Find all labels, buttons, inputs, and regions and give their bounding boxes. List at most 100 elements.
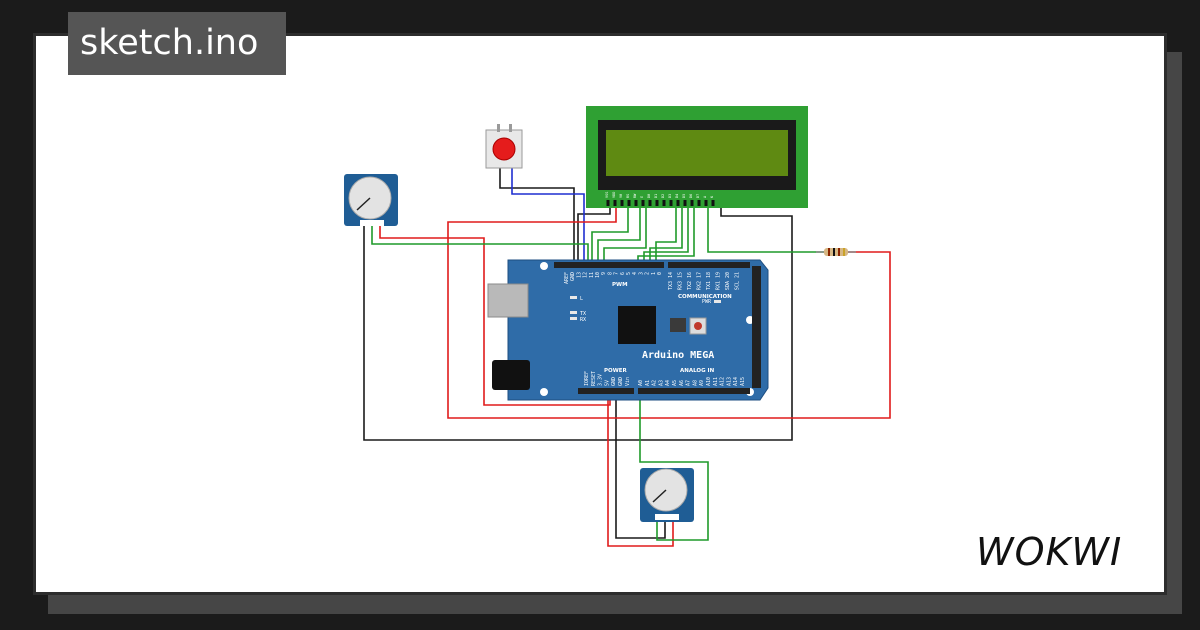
wire-green-lcd-d7[interactable] bbox=[637, 206, 695, 262]
pin-label: A10 bbox=[706, 377, 712, 386]
pin-label: A0 bbox=[638, 380, 644, 386]
label-pwr-led: PWR bbox=[702, 299, 712, 305]
side-header bbox=[752, 266, 761, 388]
pin-label: 11 bbox=[589, 272, 595, 278]
pin-label: 10 bbox=[595, 272, 601, 278]
label-led-l: L bbox=[580, 296, 583, 302]
wire-black-pot2-gnd[interactable] bbox=[615, 392, 666, 539]
lcd-pin[interactable] bbox=[711, 200, 715, 206]
power-header bbox=[578, 388, 634, 394]
wire-green-lcd-v0[interactable] bbox=[603, 206, 647, 262]
pin-label: RX1 19 bbox=[716, 272, 722, 290]
pin-label: 8 bbox=[607, 272, 613, 275]
wire-red-lcd-vcc[interactable] bbox=[447, 206, 891, 419]
label-pwm: PWM bbox=[612, 282, 628, 288]
pin-label: 9 bbox=[601, 272, 607, 275]
led-tx bbox=[570, 311, 577, 314]
potentiometer-1[interactable] bbox=[344, 174, 398, 226]
project-title[interactable]: sketch.ino bbox=[68, 12, 286, 75]
pin-label: A8 bbox=[692, 380, 698, 386]
pin-label: RESET bbox=[591, 371, 597, 386]
pin-label: A13 bbox=[726, 377, 732, 386]
icsp-header bbox=[670, 318, 686, 332]
lcd-pin[interactable] bbox=[648, 200, 652, 206]
pin-label: 4 bbox=[632, 272, 638, 275]
wires bbox=[363, 168, 891, 547]
wire-red-pot1-vcc[interactable] bbox=[379, 226, 611, 406]
lcd-pin[interactable] bbox=[669, 200, 673, 206]
analog-header bbox=[638, 388, 750, 394]
power-jack bbox=[492, 360, 530, 390]
lcd-pin[interactable] bbox=[697, 200, 701, 206]
arduino-mega[interactable]: L TX RX PWR PWM COMMUNICATION Arduino ME… bbox=[487, 259, 769, 401]
pin-label: GND bbox=[611, 377, 617, 386]
pin-label: GND bbox=[570, 272, 576, 281]
wire-green-lcd-e[interactable] bbox=[597, 206, 641, 262]
lcd-pin[interactable] bbox=[641, 200, 645, 206]
pot1-indicator bbox=[356, 197, 371, 211]
wire-green-backlight[interactable] bbox=[707, 206, 824, 253]
pin-label: A3 bbox=[658, 380, 664, 386]
led-l bbox=[570, 296, 577, 299]
lcd-pin[interactable] bbox=[704, 200, 708, 206]
lcd-pin[interactable] bbox=[606, 200, 610, 206]
pin-label: 12 bbox=[583, 272, 589, 278]
pin-label: 5 bbox=[626, 272, 632, 275]
wire-black-button-gnd[interactable] bbox=[499, 168, 575, 262]
lcd-pin[interactable] bbox=[613, 200, 617, 206]
pin-label: A4 bbox=[665, 380, 671, 386]
lcd-pin-label: D7 bbox=[696, 194, 700, 198]
microcontroller-chip bbox=[618, 306, 656, 344]
pin-label: TX2 16 bbox=[687, 272, 693, 290]
wire-green-lcd-d5[interactable] bbox=[649, 206, 683, 262]
lcd-pin-label: D2 bbox=[661, 194, 665, 198]
lcd-pin-label: D5 bbox=[682, 194, 686, 198]
lcd-pin[interactable] bbox=[620, 200, 624, 206]
lcd-pin-label: D1 bbox=[654, 194, 658, 198]
pin-label: A7 bbox=[686, 380, 692, 386]
wire-black-lcd-gnd[interactable] bbox=[577, 206, 611, 262]
pot1-pins bbox=[360, 220, 384, 226]
wire-red-pot2-vcc[interactable] bbox=[607, 392, 674, 547]
lcd-pin-label: VDD bbox=[612, 192, 616, 198]
lcd-pin[interactable] bbox=[627, 200, 631, 206]
pin-label: SCL 21 bbox=[735, 272, 741, 290]
lcd-pin-label: V0 bbox=[619, 194, 623, 198]
pot2-indicator bbox=[652, 489, 667, 503]
wire-blue-button[interactable] bbox=[511, 168, 585, 262]
wire-green-pot2-wiper[interactable] bbox=[639, 392, 709, 541]
lcd-pin[interactable] bbox=[690, 200, 694, 206]
pin-label: 6 bbox=[620, 272, 626, 275]
pin-label: A2 bbox=[652, 380, 658, 386]
pin-label: RX3 15 bbox=[678, 272, 684, 290]
wire-green-lcd-d4[interactable] bbox=[655, 206, 677, 262]
wire-green-pot1-wiper[interactable] bbox=[371, 226, 589, 262]
resistor[interactable] bbox=[816, 248, 856, 256]
button-cap[interactable] bbox=[492, 137, 516, 161]
resistor-band bbox=[843, 248, 845, 256]
pin-label: A9 bbox=[699, 380, 705, 386]
pin-label: 13 bbox=[576, 272, 582, 278]
lcd-pin[interactable] bbox=[683, 200, 687, 206]
wire-black-pot1-gnd[interactable] bbox=[363, 206, 793, 441]
pin-label: A6 bbox=[679, 380, 685, 386]
lcd-pin[interactable] bbox=[655, 200, 659, 206]
lcd-pin[interactable] bbox=[634, 200, 638, 206]
pot2-pins bbox=[655, 514, 679, 520]
push-button[interactable] bbox=[485, 124, 523, 169]
lcd-pin[interactable] bbox=[676, 200, 680, 206]
lcd-pin-label: A bbox=[703, 195, 707, 198]
potentiometer-2[interactable] bbox=[640, 468, 694, 522]
lcd-pin[interactable] bbox=[662, 200, 666, 206]
resistor-band bbox=[828, 248, 830, 256]
wire-green-lcd-rs[interactable] bbox=[591, 206, 629, 262]
board-name: Arduino MEGA bbox=[642, 349, 714, 361]
comm-header bbox=[668, 262, 750, 268]
lcd-pin-label: RS bbox=[626, 194, 630, 198]
lcd-pin-label: D0 bbox=[647, 194, 651, 198]
pin-label: SDA 20 bbox=[725, 272, 731, 290]
wokwi-logo: WOKWI bbox=[976, 530, 1122, 574]
wire-green-lcd-d6[interactable] bbox=[643, 206, 689, 262]
